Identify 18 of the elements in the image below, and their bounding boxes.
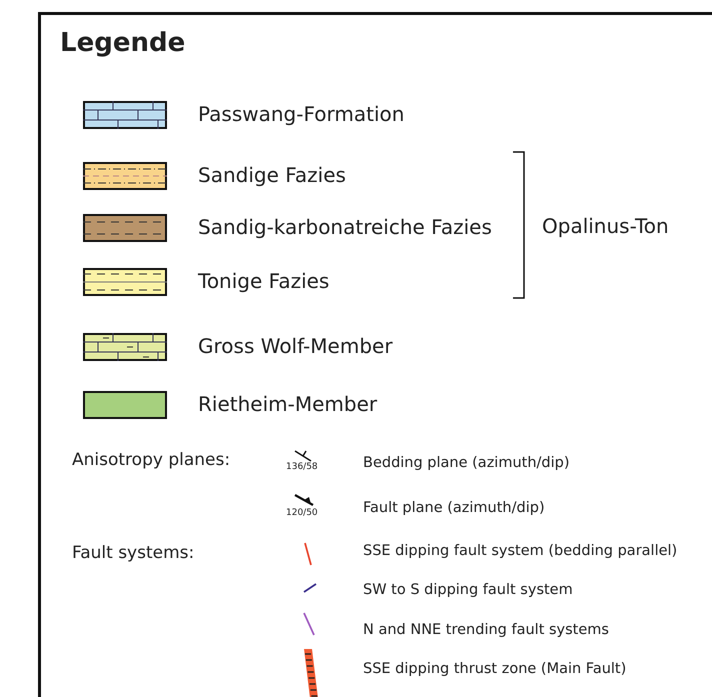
legend-label: SSE dipping thrust zone (Main Fault) — [363, 661, 626, 677]
section-label: Anisotropy planes: — [72, 450, 230, 470]
legend-label: Bedding plane (azimuth/dip) — [363, 455, 570, 471]
dip-value: 136/58 — [286, 462, 318, 472]
legend-label: Sandige Fazies — [198, 163, 346, 187]
group-label: Opalinus-Ton — [542, 214, 669, 238]
legend-label: SW to S dipping fault system — [363, 582, 573, 598]
legend-label: N and NNE trending fault systems — [363, 622, 609, 638]
legend-label: Gross Wolf-Member — [198, 334, 393, 358]
legend-title: Legende — [60, 28, 186, 58]
legend-label: Tonige Fazies — [198, 269, 330, 293]
legend-label: Rietheim-Member — [198, 392, 378, 416]
legend-label: Passwang-Formation — [198, 102, 404, 126]
section-label: Fault systems: — [72, 543, 194, 563]
legend-label: Fault plane (azimuth/dip) — [363, 500, 545, 516]
legend-label: Sandig-karbonatreiche Fazies — [198, 215, 492, 239]
dip-value: 120/50 — [286, 508, 318, 518]
legend-label: SSE dipping fault system (bedding parallel) — [363, 543, 678, 559]
